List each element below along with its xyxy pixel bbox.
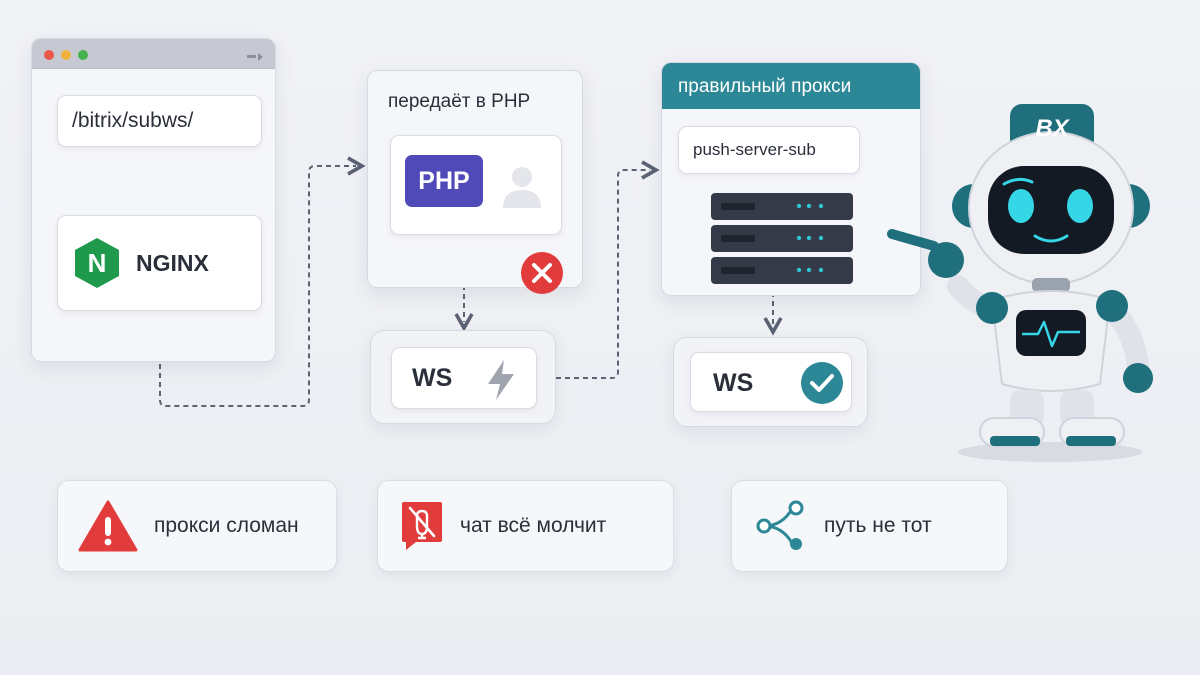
maximize-dot-icon[interactable] xyxy=(78,50,88,60)
server-rack-icon xyxy=(709,191,855,287)
user-avatar-icon xyxy=(497,162,547,212)
php-badge-label: PHP xyxy=(418,166,470,195)
browser-menu-icon[interactable] xyxy=(247,49,265,61)
proxy-group-title: правильный прокси xyxy=(678,76,852,97)
muted-chat-icon xyxy=(400,500,444,552)
check-icon xyxy=(800,361,844,405)
robot-mascot: BX xyxy=(880,96,1170,466)
browser-titlebar xyxy=(32,39,275,69)
close-dot-icon[interactable] xyxy=(44,50,54,60)
error-x-icon xyxy=(520,251,564,295)
php-group-panel: передаёт в PHP PHP xyxy=(367,70,583,288)
ws-ok-label: WS xyxy=(713,369,754,397)
lightning-icon xyxy=(484,358,518,402)
nginx-logo-icon: N xyxy=(74,237,120,289)
proxy-group-header: правильный прокси xyxy=(662,63,920,109)
warning-icon xyxy=(78,500,138,552)
proxy-group-panel: правильный прокси push-server-sub xyxy=(661,62,921,296)
browser-window: /bitrix/subws/ N NGINX xyxy=(31,38,276,362)
ws-broken-label: WS xyxy=(412,364,453,392)
nginx-label: NGINX xyxy=(136,249,209,276)
ws-ok-box[interactable]: WS xyxy=(690,352,852,412)
php-handler-box[interactable]: PHP xyxy=(390,135,562,235)
issue-label: чат всё молчит xyxy=(460,514,607,537)
nginx-logo-letter: N xyxy=(87,247,107,278)
issue-card-proxy-broken: прокси сломан xyxy=(57,480,337,572)
nginx-server-box[interactable]: N NGINX xyxy=(57,215,262,311)
php-group-title: передаёт в PHP xyxy=(388,91,531,112)
ws-ok-card: WS xyxy=(673,337,868,427)
issue-card-wrong-path: путь не тот xyxy=(731,480,1008,572)
route-icon xyxy=(752,499,806,553)
url-bar[interactable]: /bitrix/subws/ xyxy=(57,95,262,147)
robot-badge: BX xyxy=(1035,115,1069,142)
push-server-label: push-server-sub xyxy=(693,140,816,159)
ws-broken-box[interactable]: WS xyxy=(391,347,537,409)
issue-card-chat-silent: чат всё молчит xyxy=(377,480,674,572)
php-badge: PHP xyxy=(405,155,483,207)
url-text: /bitrix/subws/ xyxy=(72,109,194,132)
ws-broken-card: WS xyxy=(370,330,556,424)
issue-label: прокси сломан xyxy=(154,514,299,537)
minimize-dot-icon[interactable] xyxy=(61,50,71,60)
robot-illustration xyxy=(887,104,1153,462)
arrow-ws-to-proxy xyxy=(556,160,660,379)
issue-label: путь не тот xyxy=(824,514,932,537)
arrow-nginx-to-php xyxy=(159,156,366,407)
push-server-endpoint[interactable]: push-server-sub xyxy=(678,126,860,174)
